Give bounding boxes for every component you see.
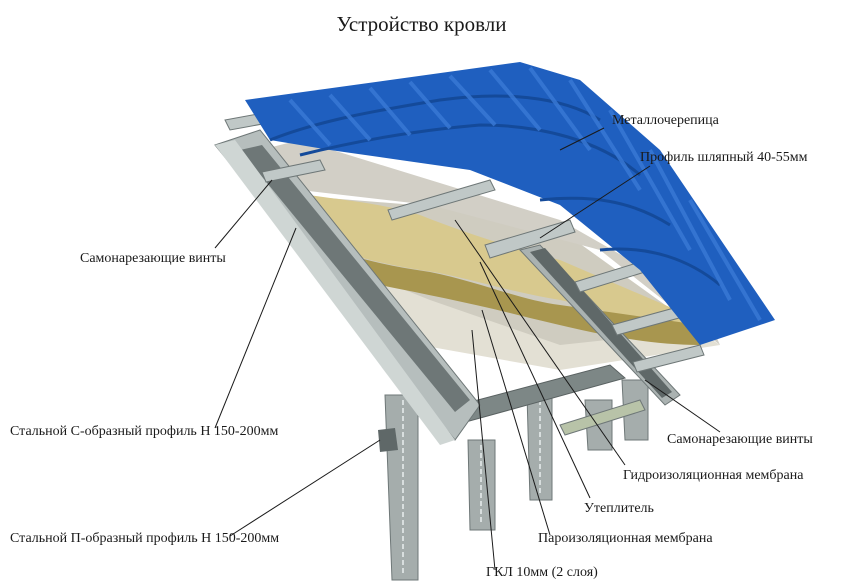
label-c-profile: Стальной С-образный профиль Н 150-200мм [10,424,279,439]
hat-profile [559,399,646,436]
leader-vapor [481,309,551,536]
bracket [378,428,398,452]
post-1 [384,394,419,581]
leader-hat-profile [539,165,651,239]
label-gypsum-board: ГКЛ 10мм (2 слоя) [486,565,598,580]
label-insulation: Утеплитель [584,501,654,516]
leader-screws-left [214,179,273,249]
label-metal-tile: Металлочерепица [612,113,719,128]
leader-metal-tile [559,127,605,151]
label-screws-left: Самонарезающие винты [80,251,226,266]
hat-profile [632,344,705,373]
label-hat-profile: Профиль шляпный 40-55мм [640,150,808,165]
leader-p-profile [229,439,381,537]
metal-tile-roof [245,62,775,345]
label-vapor-membrane: Пароизоляционная мембрана [538,531,713,546]
leader-screws-right [644,379,721,433]
leader-c-profile [214,227,297,429]
leader-waterproof [454,219,626,466]
diagram-title: Устройство кровли [336,12,507,36]
hat-profile [387,179,496,221]
label-waterproof-membrane: Гидроизоляционная мембрана [623,468,804,483]
leader-gypsum [471,329,496,571]
leader-insulation [479,261,591,499]
waterproof-membrane-layer [260,140,720,345]
label-p-profile: Стальной П-образный профиль Н 150-200мм [10,531,280,546]
label-screws-right: Самонарезающие винты [667,432,813,447]
hat-profile [261,159,326,183]
leader-lines [214,127,721,571]
